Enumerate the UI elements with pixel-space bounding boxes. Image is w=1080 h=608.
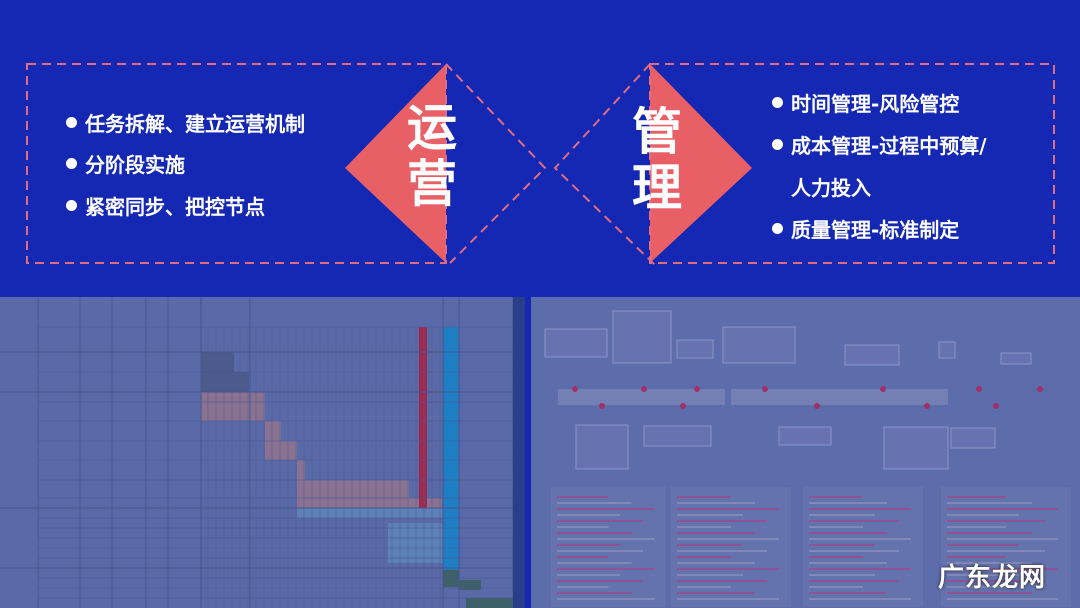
timeline-milestone-dot [1037, 386, 1043, 392]
gantt-bar [466, 598, 525, 608]
right-item: 时间管理-风险管控 [772, 88, 959, 117]
left-triangle [345, 64, 446, 263]
gantt-bar [201, 372, 249, 392]
timeline-phase-bar [558, 389, 725, 405]
gantt-bar [201, 392, 265, 421]
gantt-bar [459, 580, 481, 590]
timeline-milestone-dot [694, 386, 700, 392]
gantt-bar [443, 570, 459, 587]
left-dashed-box [26, 63, 447, 264]
timeline-note-box [844, 344, 900, 366]
gantt-bar [265, 441, 297, 460]
bullet-icon [772, 97, 783, 108]
document-thumbnail [803, 487, 923, 607]
timeline-phase-bar [850, 389, 948, 405]
timeline-note-box [883, 426, 949, 470]
timeline-note-box [950, 427, 996, 449]
bullet-icon [66, 158, 77, 169]
timeline-note-box [778, 426, 832, 446]
document-thumbnail [551, 487, 666, 607]
timeline-note-box [643, 425, 712, 447]
left-item: 任务拆解、建立运营机制 [66, 108, 305, 137]
management-title: 管理 [632, 103, 682, 217]
timeline-milestone-dot [641, 386, 647, 392]
timeline-note-box [938, 341, 956, 359]
timeline-milestone-dot [976, 386, 982, 392]
left-dashed-chevron [445, 63, 547, 264]
slide-diagram [26, 63, 1055, 266]
gantt-bar [297, 460, 305, 480]
bullet-icon [66, 117, 77, 128]
timeline-milestone-dot [993, 403, 999, 409]
timeline-note-box [544, 328, 608, 358]
timeline-note-box [575, 424, 629, 470]
timeline-note-box [722, 326, 796, 364]
right-item-continued: 人力投入 [791, 176, 871, 200]
gantt-bar [265, 421, 281, 441]
timeline-note-box [1000, 352, 1032, 365]
gantt-launch-bar [443, 327, 459, 570]
timeline-milestone-dot [680, 403, 686, 409]
gantt-bar [297, 508, 447, 518]
gantt-bar [297, 498, 442, 508]
left-item: 分阶段实施 [66, 149, 185, 178]
right-triangle [650, 64, 752, 263]
timeline-milestone-dot [572, 386, 578, 392]
gantt-bar [388, 523, 443, 563]
operations-title: 运营 [407, 99, 457, 213]
bullet-icon [772, 223, 783, 234]
watermark: 广东龙网 [937, 563, 1046, 593]
timeline-note-box [676, 339, 714, 359]
bullet-icon [772, 139, 783, 150]
right-item: 成本管理-过程中预算/ [772, 130, 987, 159]
timeline-phase-bar [731, 389, 855, 405]
left-item: 紧密同步、把控节点 [66, 191, 265, 220]
timeline-milestone-dot [599, 403, 605, 409]
right-dashed-box [649, 63, 1055, 264]
timeline-milestone-dot [924, 403, 930, 409]
bullet-icon [66, 200, 77, 211]
timeline-milestone-dot [814, 403, 820, 409]
right-item: 质量管理-标准制定 [772, 214, 959, 243]
timeline-note-box [612, 310, 672, 364]
gantt-scrollbar [513, 297, 525, 608]
gantt-chart-image [0, 297, 525, 608]
timeline-plan-image [531, 297, 1080, 608]
timeline-milestone-dot [880, 386, 886, 392]
timeline-milestone-dot [762, 386, 768, 392]
right-dashed-chevron [553, 63, 656, 266]
gantt-deadline-bar [419, 327, 427, 508]
document-thumbnail [671, 487, 791, 607]
